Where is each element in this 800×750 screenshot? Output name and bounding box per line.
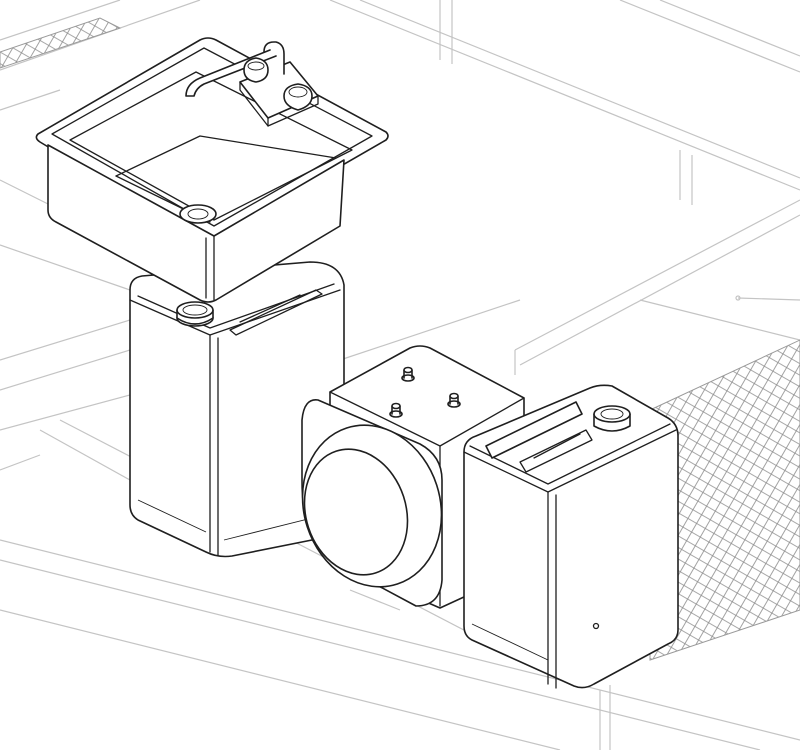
faucet — [185, 41, 319, 127]
fresh-water-jerrycan — [129, 261, 345, 558]
fitting-icon — [389, 366, 461, 418]
waste-water-jerrycan — [463, 384, 679, 689]
